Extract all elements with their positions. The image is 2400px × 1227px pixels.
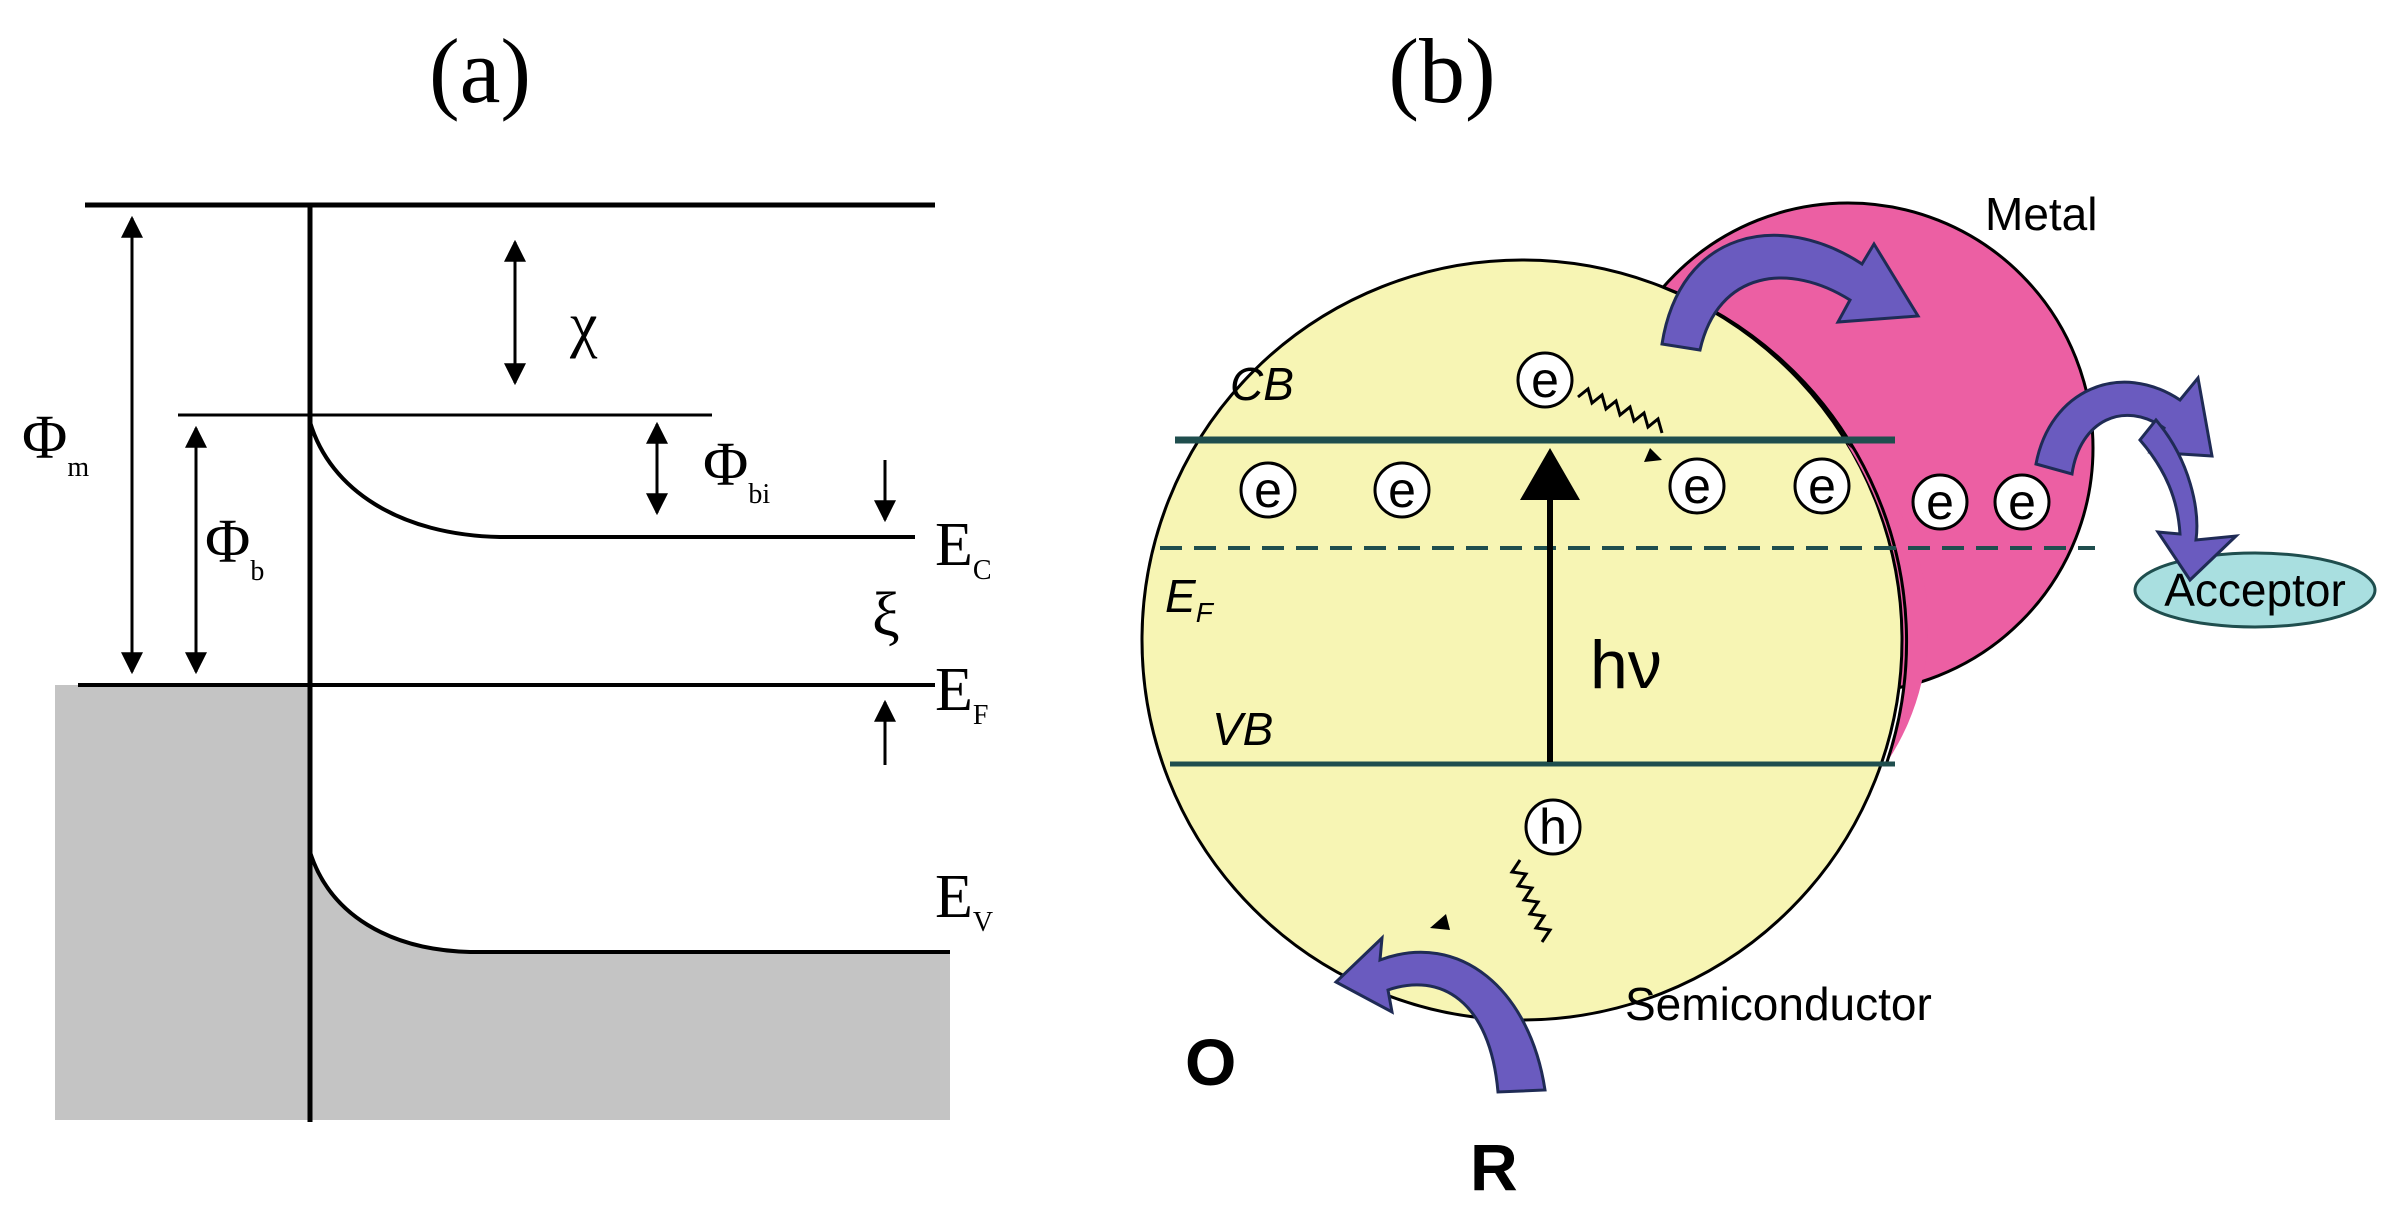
svg-text:e: e (1254, 462, 1282, 518)
panel-a: (a) Φm Φb χ (22, 20, 993, 1122)
cb-label: CB (1230, 358, 1294, 410)
electron-4: e (1793, 457, 1851, 515)
electron-relaxation-squiggle (1577, 386, 1664, 434)
reduced-species-label: R (1470, 1130, 1518, 1204)
semiconductor-edge (1662, 285, 1909, 763)
oxidized-species-label: O (1185, 1025, 1236, 1099)
ef-label-b: EF (1165, 570, 1215, 628)
electron-1: e (1239, 461, 1297, 519)
svg-text:e: e (2008, 474, 2036, 530)
ec-label: EC (935, 511, 992, 586)
vb-label: VB (1212, 703, 1273, 755)
panel-b: (b) Acceptor CB EF VB hν e (1140, 20, 2377, 1204)
phi-b-label: Φb (205, 508, 264, 587)
electron-relaxation-arrowhead (1644, 448, 1662, 462)
electron-3: e (1668, 457, 1726, 515)
svg-text:e: e (1388, 462, 1416, 518)
conduction-band-edge (308, 421, 915, 539)
hole-squiggle-arrowhead (1430, 914, 1450, 930)
phi-m-label: Φm (22, 404, 89, 483)
ef-label: EF (935, 656, 988, 731)
hole-transfer-arrow-r-to-o (1333, 934, 1547, 1094)
acceptor-arrow-head (2138, 417, 2241, 583)
electron-2: e (1373, 461, 1431, 519)
semiconductor-label: Semiconductor (1625, 978, 1932, 1030)
excited-electron: e (1516, 351, 1574, 409)
valence-band-region (310, 852, 950, 1120)
svg-text:e: e (1683, 458, 1711, 514)
phi-bi-label: Φbi (703, 431, 770, 510)
metal-region (55, 685, 310, 1120)
svg-text:h: h (1539, 799, 1567, 855)
chi-label: χ (569, 291, 598, 359)
electron-transfer-arrow-to-metal (1660, 233, 1921, 352)
excitation-arrowhead (1520, 448, 1580, 500)
panel-b-label: (b) (1388, 20, 1495, 122)
svg-text:e: e (1531, 352, 1559, 408)
ev-label: EV (935, 863, 993, 938)
electron-5: e (1911, 473, 1969, 531)
panel-a-label: (a) (429, 20, 531, 122)
xi-label: ξ (872, 581, 900, 649)
hv-label: hν (1590, 627, 1662, 703)
svg-text:e: e (1926, 474, 1954, 530)
metal-label: Metal (1985, 188, 2097, 240)
hole: h (1524, 798, 1582, 856)
electron-6: e (1993, 473, 2051, 531)
valence-band-edge (308, 851, 950, 954)
svg-text:e: e (1808, 458, 1836, 514)
hole-squiggle (1509, 859, 1553, 943)
metal-overlap (1847, 444, 1929, 762)
